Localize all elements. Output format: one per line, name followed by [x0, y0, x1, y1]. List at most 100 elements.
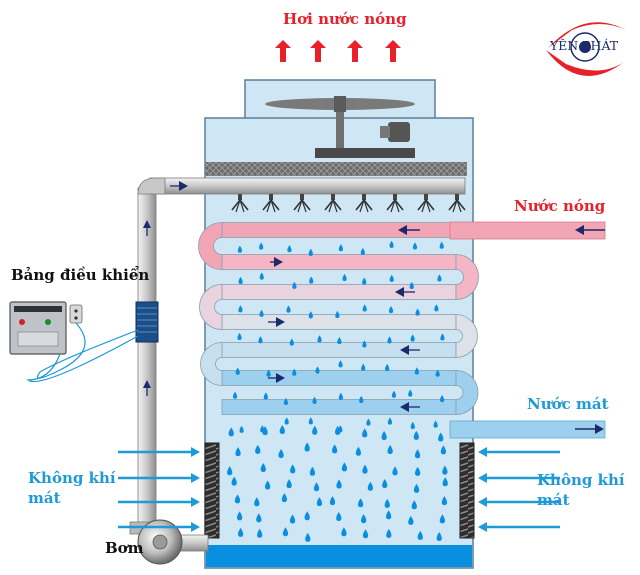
water-drop	[286, 305, 291, 313]
water-droplets	[227, 240, 448, 542]
spray-nozzle-icon	[293, 194, 311, 213]
arrow-head-icon	[400, 345, 409, 355]
water-drop	[263, 392, 268, 400]
water-drop	[308, 248, 313, 256]
distribution-pipe	[149, 177, 466, 195]
water-drop	[385, 363, 390, 372]
spray-nozzle-icon	[386, 194, 404, 213]
coil-tube	[221, 399, 457, 415]
water-drop	[439, 394, 445, 403]
water-drop	[256, 513, 262, 523]
arrow-head-icon	[191, 447, 200, 457]
coil-tube	[221, 284, 457, 300]
water-drop	[410, 334, 415, 342]
control-wire-2	[26, 335, 139, 383]
water-drop	[282, 527, 289, 537]
water-drop	[231, 476, 237, 486]
water-drop	[315, 366, 320, 374]
water-drop	[331, 444, 338, 454]
coil-bend	[455, 314, 478, 358]
water-drop	[433, 420, 438, 428]
air-inlet-louver-right	[459, 442, 475, 539]
water-drop	[381, 431, 387, 441]
water-drop	[439, 514, 446, 524]
water-drop	[278, 449, 284, 459]
water-drop	[362, 277, 367, 285]
up-arrow-icon	[275, 40, 291, 62]
arrow-head-icon	[191, 522, 200, 532]
coil-tube	[221, 342, 457, 358]
water-drop	[386, 528, 392, 538]
water-drop	[259, 272, 264, 280]
water-drop	[389, 240, 394, 248]
water-drop	[436, 532, 442, 542]
water-drop	[335, 310, 340, 319]
water-drop	[415, 308, 420, 316]
water-drop	[361, 363, 366, 371]
water-drop	[408, 389, 413, 397]
water-drop	[266, 369, 271, 377]
water-drop	[290, 464, 296, 474]
control-panel	[9, 301, 83, 355]
coil-bend	[198, 222, 223, 270]
cool-air-right-label-line1: Không khí	[537, 471, 625, 489]
water-drop	[411, 500, 417, 510]
water-drop	[355, 446, 362, 456]
water-drop	[388, 306, 394, 314]
pump-suction-pipe	[177, 534, 209, 552]
spray-nozzle-icon	[231, 194, 249, 213]
water-drop	[255, 444, 261, 454]
water-drop	[312, 425, 318, 435]
coil-bend	[455, 254, 479, 300]
drift-eliminator	[205, 162, 467, 176]
water-drop	[227, 466, 233, 476]
logo-text: YÊN PHÁT	[549, 38, 619, 53]
water-drop	[362, 529, 369, 539]
water-drop	[237, 527, 244, 537]
pump-label: Bơm	[105, 539, 144, 557]
water-drop	[409, 281, 414, 290]
arrow-head-icon	[478, 447, 487, 457]
water-drop	[312, 396, 317, 404]
water-drop	[254, 497, 260, 507]
water-drop	[284, 417, 289, 425]
water-drop	[413, 430, 419, 440]
water-drop	[309, 466, 316, 476]
water-drop	[366, 418, 371, 426]
up-arrow-icon	[385, 40, 401, 62]
water-drop	[382, 478, 388, 488]
water-drop	[414, 449, 421, 459]
hot-water-label: Nước nóng	[514, 197, 606, 215]
water-drop	[239, 425, 244, 433]
coil-bend	[199, 284, 223, 330]
arrow-head-icon	[191, 473, 200, 483]
water-drop	[435, 369, 440, 377]
control-panel-label: Bảng điều khiển	[11, 266, 150, 284]
water-drop	[237, 245, 243, 253]
cool-air-left-label-line1: Không khí	[28, 469, 116, 487]
water-drop	[387, 445, 393, 455]
water-drop	[387, 417, 393, 425]
water-drop	[408, 515, 414, 525]
water-drop	[335, 425, 341, 435]
water-drop	[308, 311, 313, 319]
water-drop	[441, 496, 448, 506]
water-drop	[342, 273, 347, 282]
water-drop	[264, 480, 271, 490]
water-basin	[206, 545, 472, 567]
cool-air-left-label-line2: mát	[28, 489, 61, 507]
water-drop	[289, 514, 296, 524]
water-drop	[338, 360, 343, 368]
water-drop	[313, 482, 320, 492]
arrow-head-icon	[191, 497, 200, 507]
water-drop	[386, 510, 392, 520]
arrow-head-icon	[575, 225, 584, 235]
water-drop	[359, 395, 364, 404]
arrow-head-icon	[274, 257, 283, 267]
spray-nozzle-icon	[262, 194, 280, 213]
flow-arrows	[118, 40, 605, 532]
water-drop	[281, 493, 288, 503]
water-drop	[367, 481, 373, 491]
water-drop	[341, 527, 347, 537]
